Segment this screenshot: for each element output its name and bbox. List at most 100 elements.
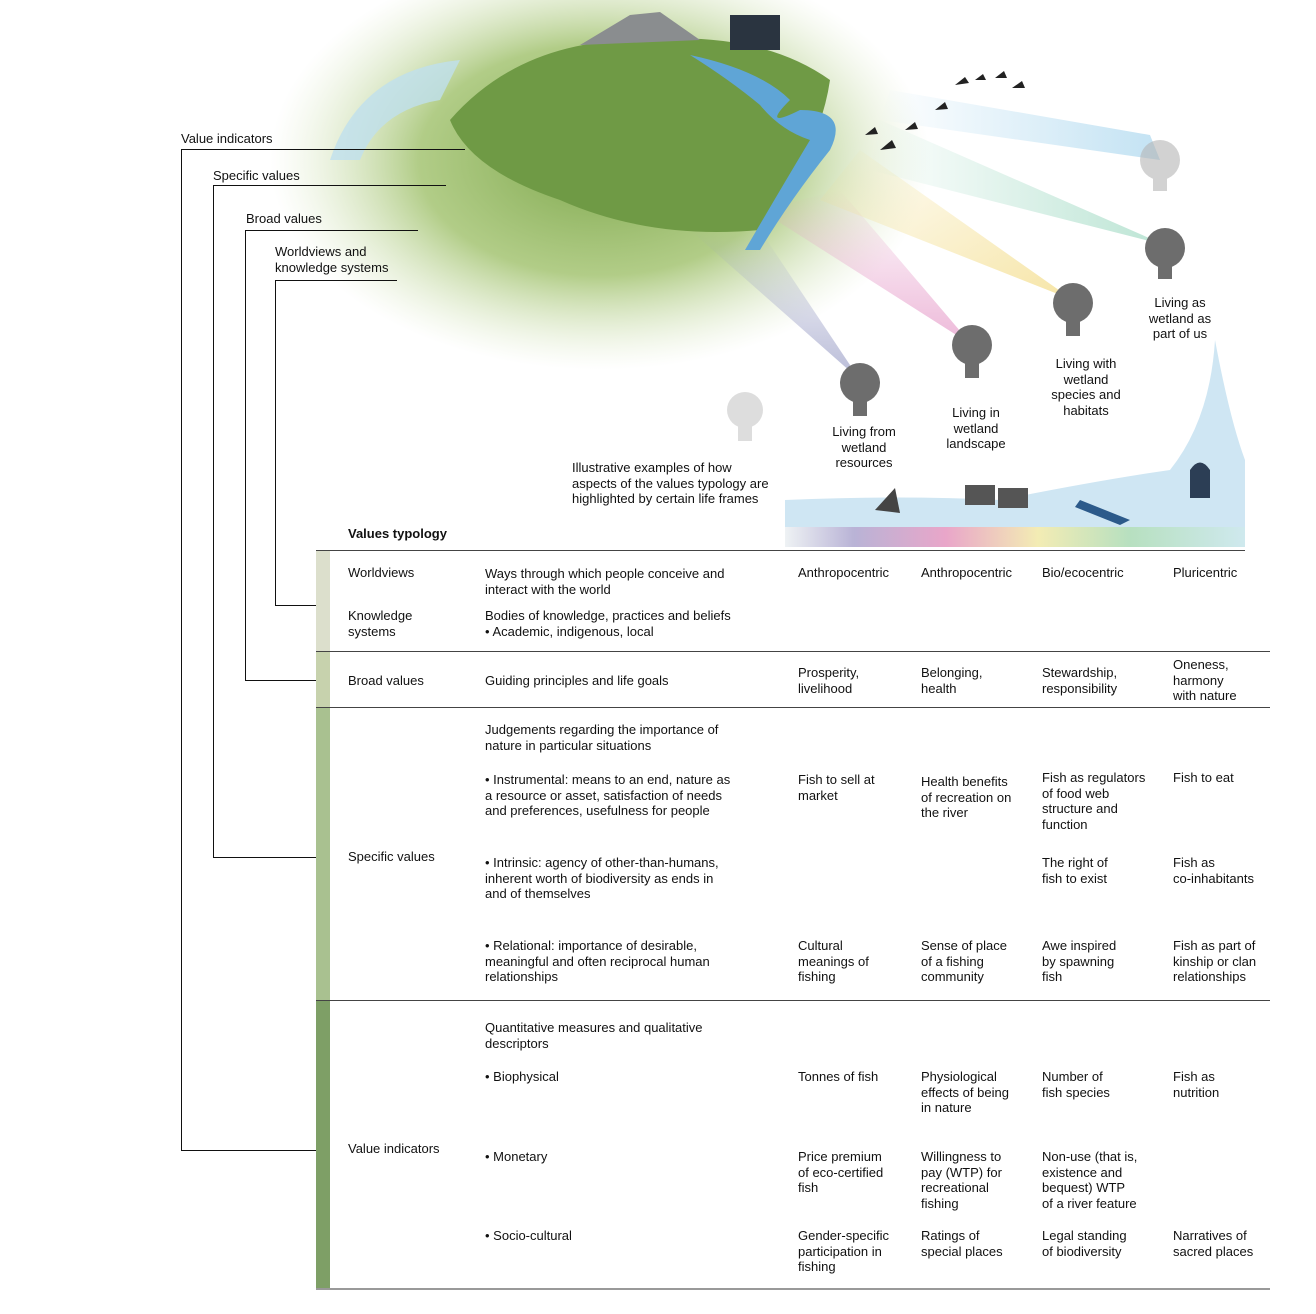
river [690, 55, 836, 250]
table-cell: Tonnes of fish [798, 1069, 879, 1084]
table-divider [316, 651, 1270, 652]
row-label-specific: Specific values [348, 849, 435, 864]
table-cell: Fish as regulators of food web structure… [1042, 770, 1146, 832]
table-cell: Stewardship, responsibility [1042, 665, 1118, 696]
wetland-illustration [270, 0, 1245, 547]
bracket-line [275, 280, 397, 281]
table-cell: The right of fish to exist [1042, 855, 1108, 886]
stilt-house-icon [965, 485, 995, 505]
boat-icon [875, 488, 900, 513]
table-cell: Fish as nutrition [1173, 1069, 1220, 1100]
bracket-line [245, 230, 246, 680]
row-label-knowledge: Knowledge systems [348, 608, 413, 639]
bracket-line [213, 185, 446, 186]
life-frame-label: Living as wetland as part of us [1148, 295, 1212, 342]
row-label-worldviews: Worldviews [348, 565, 415, 580]
row-label-broad: Broad values [348, 673, 424, 688]
table-cell: Number of fish species [1042, 1069, 1110, 1100]
row-desc-indicators: Quantitative measures and qualitative de… [485, 1020, 703, 1051]
row-desc-relational: • Relational: importance of desirable, m… [485, 938, 710, 985]
table-cell: Health benefits of recreation on the riv… [921, 774, 1012, 821]
spotlight-icon [1140, 140, 1180, 191]
life-frame-label: Living in wetland landscape [946, 405, 1006, 452]
table-cell: Physiological effects of being in nature [921, 1069, 1009, 1116]
table-cell: Cultural meanings of fishing [798, 938, 869, 985]
stilt-house-icon [998, 488, 1028, 508]
bracket-line [245, 680, 316, 681]
bracket-line [275, 605, 316, 606]
island [450, 38, 830, 233]
bracket-line [181, 1150, 316, 1151]
table-divider [316, 1000, 1270, 1001]
table-cell: Narratives of sacred places [1173, 1228, 1254, 1259]
table-cell: Sense of place of a fishing community [921, 938, 1008, 985]
life-frame-label: Living with wetland species and habitats [1051, 356, 1121, 418]
light-beam [820, 150, 1073, 300]
table-cell: Willingness to pay (WTP) for recreationa… [921, 1149, 1002, 1211]
spectrum-bar [785, 527, 1245, 547]
spotlight-icon [952, 325, 992, 378]
speedboat-icon [1075, 500, 1130, 525]
row-desc-knowledge: Bodies of knowledge, practices and belie… [485, 608, 731, 639]
row-desc-broad: Guiding principles and life goals [485, 673, 669, 688]
mountains [580, 12, 700, 45]
spotlight-icon [727, 392, 763, 441]
row-desc-worldviews: Ways through which people conceive and i… [485, 566, 725, 597]
light-beam [690, 230, 860, 380]
bracket-label-specific-values: Specific values [213, 168, 300, 183]
table-cell: Non-use (that is, existence and bequest)… [1042, 1149, 1138, 1211]
row-desc-monetary: • Monetary [485, 1149, 548, 1164]
caption: Illustrative examples of how aspects of … [572, 460, 769, 507]
bracket-line [181, 149, 182, 1150]
table-divider [316, 550, 1245, 551]
table-cell: Fish as part of kinship or clan relation… [1173, 938, 1257, 985]
table-cell: Fish to sell at market [798, 772, 875, 803]
water-scene [785, 340, 1245, 545]
row-desc-biophysical: • Biophysical [485, 1069, 559, 1084]
table-cell: Belonging, health [921, 665, 983, 696]
category-bar-broad [316, 652, 330, 707]
spotlight-icon [1053, 283, 1093, 336]
table-cell: Gender-specific participation in fishing [798, 1228, 890, 1275]
table-cell: Fish to eat [1173, 770, 1234, 785]
row-desc-intrinsic: • Intrinsic: agency of other-than-humans… [485, 855, 719, 902]
light-beam [760, 190, 972, 345]
spotlight-icon [1145, 228, 1185, 279]
row-desc-socio: • Socio-cultural [485, 1228, 572, 1243]
light-beam [880, 90, 1160, 160]
table-cell: Pluricentric [1173, 565, 1238, 580]
bracket-line [181, 149, 465, 150]
bracket-label-value-indicators: Value indicators [181, 131, 273, 146]
bracket-line [213, 185, 214, 857]
coast-water [330, 60, 460, 160]
city [730, 15, 780, 50]
table-cell: Price premium of eco-certified fish [798, 1149, 884, 1196]
bracket-label-broad-values: Broad values [246, 211, 322, 226]
row-desc-instrumental: • Instrumental: means to an end, nature … [485, 772, 731, 819]
table-cell: Ratings of special places [921, 1228, 1003, 1259]
birds-icon [865, 71, 1025, 150]
bracket-line [245, 230, 418, 231]
category-bar-specific [316, 708, 330, 1000]
person-binoculars-icon [1190, 462, 1210, 498]
table-cell: Anthropocentric [921, 565, 1013, 580]
table-cell: Anthropocentric [798, 565, 890, 580]
table-cell: Legal standing of biodiversity [1042, 1228, 1127, 1259]
row-desc-specific: Judgements regarding the importance of n… [485, 722, 719, 753]
light-beam [870, 120, 1165, 245]
life-frame-label: Living from wetland resources [832, 424, 896, 471]
bracket-line [213, 857, 316, 858]
spotlight-icon [840, 363, 880, 416]
bracket-line [275, 280, 276, 605]
table-cell: Prosperity, livelihood [798, 665, 860, 696]
row-label-indicators: Value indicators [348, 1141, 440, 1156]
category-bar-worldviews [316, 551, 330, 651]
table-cell: Oneness, harmony with nature [1173, 657, 1237, 704]
category-bar-indicators [316, 1001, 330, 1288]
table-title: Values typology [348, 526, 447, 541]
bracket-label-worldviews: Worldviews and knowledge systems [275, 244, 389, 275]
table-cell: Bio/ecocentric [1042, 565, 1124, 580]
table-divider [316, 707, 1270, 708]
table-cell: Awe inspired by spawning fish [1042, 938, 1117, 985]
table-cell: Fish as co-inhabitants [1173, 855, 1254, 886]
